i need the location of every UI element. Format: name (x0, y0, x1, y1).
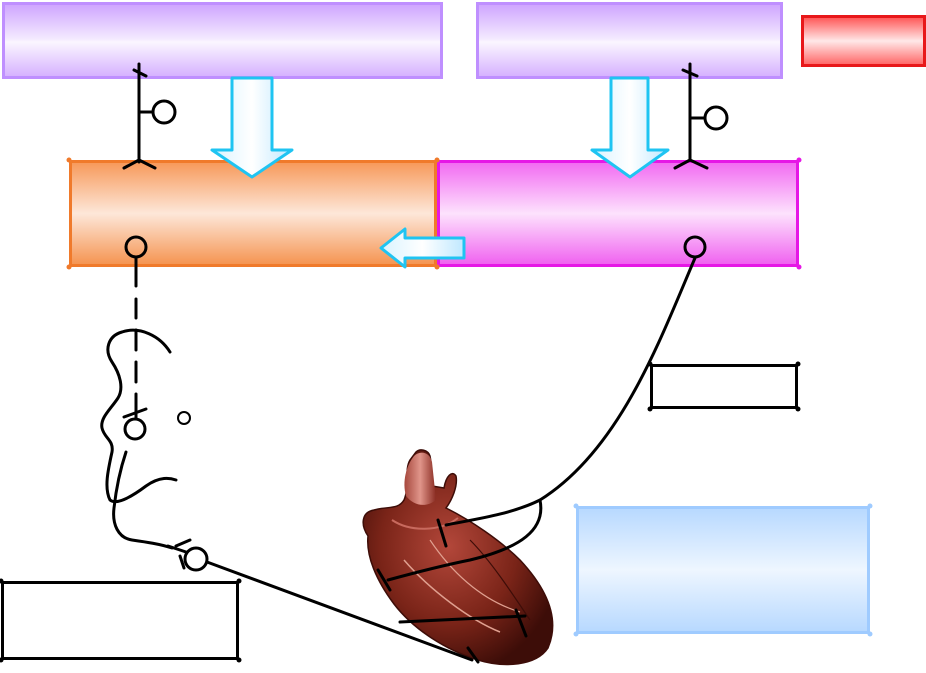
red-box (801, 15, 926, 67)
synapse-circle-magenta (683, 235, 707, 259)
down-arrow-icon-right (590, 76, 670, 179)
neuron-synapse-icon-left (122, 62, 177, 170)
heart-icon (362, 449, 554, 666)
postganglionic-nerve-lines (205, 256, 697, 664)
box-corner-dots (0, 157, 873, 663)
outline-box-right (650, 364, 798, 409)
light-blue-box (576, 506, 870, 634)
ganglion-icon (100, 328, 209, 572)
top-left-purple-box (2, 2, 443, 79)
down-arrow-icon-left (210, 76, 294, 179)
synapse-circle-orange (124, 235, 148, 259)
left-arrow-icon (379, 227, 466, 269)
top-right-purple-box (476, 2, 783, 79)
neuron-synapse-icon-right (673, 62, 729, 170)
magenta-box (437, 160, 799, 267)
outline-box-left (1, 581, 239, 660)
